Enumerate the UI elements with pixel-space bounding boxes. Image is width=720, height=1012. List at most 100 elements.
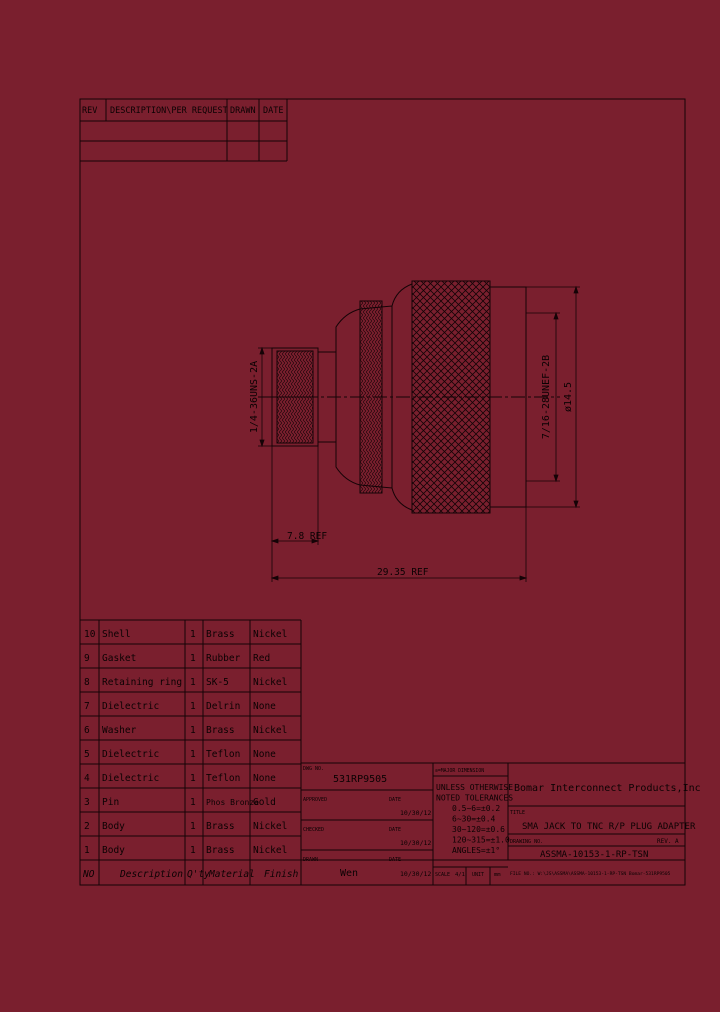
bom-cell-material: Brass [206,845,235,856]
bom-cell-qty: 1 [190,821,196,832]
scale-value: 4/1 [455,872,465,878]
bom-cell-material: Brass [206,821,235,832]
bom-row: 5 Dielectric 1 Teflon None [84,749,276,760]
approved-date-label: DATE [389,797,401,803]
scale-label: SCALE [435,872,450,878]
dim-overall-length: 29.35 REF [377,567,429,578]
checked-date-label: DATE [389,827,401,833]
dim-thread-left: 1/4-36UNS-2A [249,361,260,433]
drawing-no-label: DRAWING NO. [510,839,543,845]
drawing-title: SMA JACK TO TNC R/P PLUG ADAPTER [522,822,696,832]
tolerance-line: 30~120=±0.6 [452,825,505,834]
bom-cell-finish: Nickel [253,821,287,832]
bom-cell-description: Dielectric [102,773,159,784]
bom-cell-no: 2 [84,821,90,832]
title-block-grid [301,762,685,885]
rev-drawn-header: DRAWN [230,106,256,116]
tolerance-line: 120~315=±1.0 [452,836,510,845]
drawing-no: ASSMA-10153-1-RP-TSN [540,850,648,860]
coupling-nut-knurled [411,280,491,514]
bom-cell-description: Dielectric [102,701,159,712]
dim-short-length: 7.8 REF [287,531,327,542]
bom-cell-qty: 1 [190,773,196,784]
bom-cell-material: Teflon [206,749,240,760]
file-no: FILE NO.: W:\JS\ASSMA\ASSMA-10153-1-RP-T… [510,871,671,877]
approved-label: APPROVED [303,797,327,803]
unit-label: UNIT [472,872,484,878]
tolerance-line: ANGLES=±1° [452,846,500,855]
bom-cell-description: Shell [102,629,131,640]
bom-cell-description: Gasket [102,653,136,664]
bom-cell-qty: 1 [190,749,196,760]
bom-cell-material: Teflon [206,773,240,784]
bom-cell-no: 3 [84,797,90,808]
rev-letter: REV. A [657,838,679,845]
tolerance-line: NOTED TOLERANCES [436,794,513,803]
dimension-lines [258,285,579,582]
dwg-no-value: 531RP9505 [333,774,387,785]
bom-row: 10 Shell 1 Brass Nickel [84,629,287,640]
bom-cell-material: Phos Bronze [206,798,259,807]
bom-cell-qty: 1 [190,845,196,856]
bom-cell-finish: Nickel [253,725,287,736]
bom-header-description: Description [119,869,183,880]
bom-cell-material: Brass [206,725,235,736]
checked-date: 10/30/12 [400,839,431,847]
dwg-no-label: DWG NO. [303,766,324,772]
bom-header-material: Material [208,869,255,880]
bom-row-lines [80,643,301,861]
drawn-date: 10/30/12 [400,870,431,878]
bom-cell-description: Dielectric [102,749,159,760]
bom-cell-no: 5 [84,749,90,760]
bom-cell-no: 8 [84,677,90,688]
dim-diameter: ø14.5 [563,382,574,412]
bom-cell-description: Retaining ring [102,677,182,688]
bom-cell-no: 4 [84,773,90,784]
bom-header-row: NO Description Q'ty Material Finish [82,869,299,880]
unit-value: mm [494,872,501,878]
tolerance-line: 0.5~6=±0.2 [452,804,500,813]
adapter-drawing [258,280,580,514]
bom-cell-description: Body [102,821,125,832]
bom-cell-qty: 1 [190,629,196,640]
bom-grid [80,619,685,885]
bom-row: 2 Body 1 Brass Nickel [84,821,287,832]
bom-cell-description: Body [102,845,125,856]
bom-cell-material: Brass [206,629,235,640]
bom-cell-finish: Red [253,653,270,664]
bom-cell-description: Washer [102,725,137,736]
bom-cell-finish: Nickel [253,677,287,688]
dim-thread-right: 7/16-28UNEF-2B [541,355,552,439]
bom-header-qty: Q'ty [187,869,210,880]
revision-block-grid [80,99,288,162]
drawn-by: Wen [340,868,358,879]
bom-cell-no: 6 [84,725,90,736]
approved-date: 10/30/12 [400,809,431,817]
major-dimension-note: ⊙=MAJOR DIMENSION [435,768,484,774]
bom-cell-finish: Nickel [253,629,287,640]
bom-header-finish: Finish [264,869,299,880]
bom-cell-material: Rubber [206,653,241,664]
bom-cell-finish: None [253,701,276,712]
bom-cell-finish: None [253,749,276,760]
rev-description-header: DESCRIPTION\PER REQUEST [110,106,228,116]
title-label: TITLE [510,810,525,816]
bom-cell-no: 10 [84,629,96,640]
bom-cell-material: Delrin [206,701,240,712]
bom-cell-qty: 1 [190,797,196,808]
bom-cell-qty: 1 [190,701,196,712]
bom-cell-description: Pin [102,797,119,808]
rev-header: REV [82,106,97,116]
rev-date-header: DATE [263,106,283,116]
bom-cell-qty: 1 [190,653,196,664]
bom-cell-no: 7 [84,701,90,712]
